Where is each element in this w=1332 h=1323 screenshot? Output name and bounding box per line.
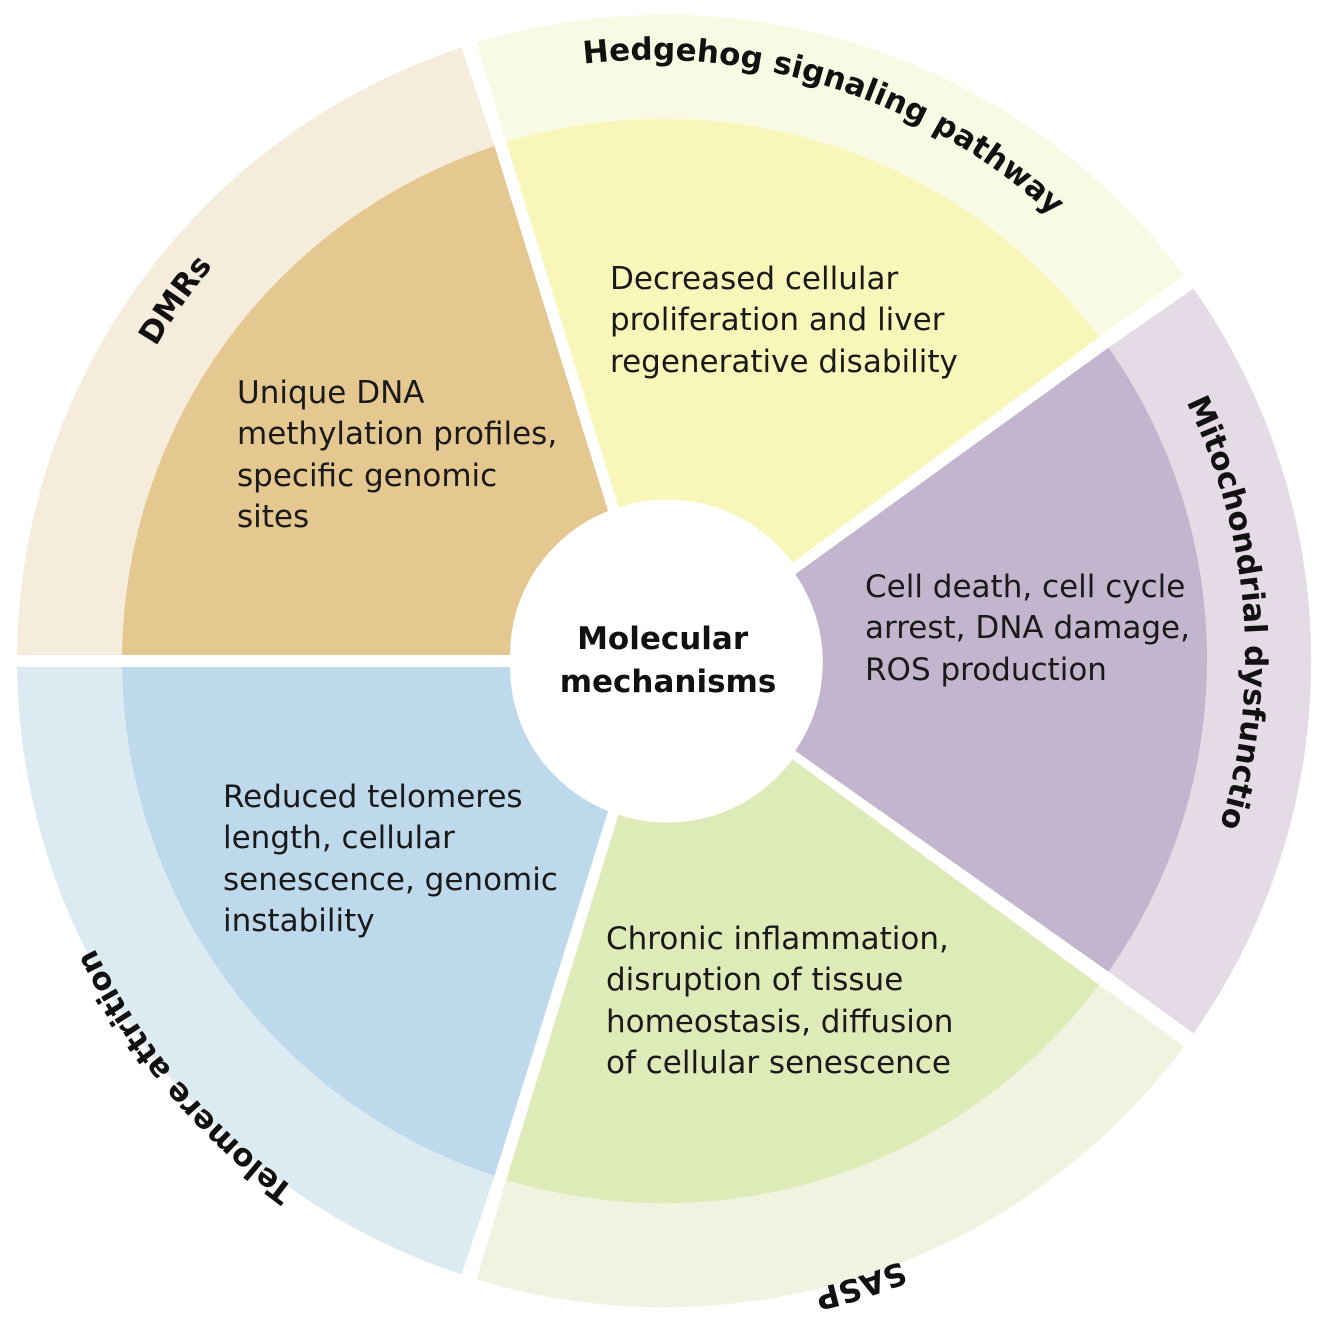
hedgehog-description: Decreased cellular proliferation and liv… — [610, 261, 958, 380]
mito-description: Cell death, cell cycle arrest, DNA damag… — [865, 569, 1200, 688]
center-circle — [511, 507, 819, 815]
ring-sector-mitochondrial — [1108, 288, 1312, 1034]
wedge-telomere — [122, 667, 609, 1176]
ring-sector-hedgehog — [476, 14, 1185, 338]
center-label-line1: Molecular — [577, 621, 749, 657]
dmrs-desc-line: Unique DNA — [237, 375, 424, 411]
dmrs-description: Unique DNA methylation profiles, specifi… — [237, 375, 567, 535]
center-label: Molecular mechanisms — [560, 621, 777, 700]
telomere-description: Reduced telomeres length, cellular senes… — [223, 779, 568, 939]
telomere-desc-line: length, cellular — [223, 820, 455, 856]
wedge-hedgehog — [506, 118, 1100, 563]
sasp-desc-line: disruption of tissue — [606, 962, 903, 998]
ring-sector-telomere — [17, 667, 495, 1275]
ring-sector-sasp — [476, 984, 1185, 1308]
dmrs-desc-line: specific genomic — [237, 458, 497, 494]
telomere-desc-line: senescence, genomic — [223, 862, 558, 898]
mito-desc-line: Cell death, cell cycle — [865, 569, 1185, 605]
dmrs-desc-line: sites — [237, 499, 309, 535]
dmrs-desc-line: methylation profiles, — [237, 416, 557, 452]
hedgehog-desc-line: Decreased cellular — [610, 261, 898, 297]
outer-ring — [17, 14, 1312, 1308]
center-label-line2: mechanisms — [560, 664, 777, 700]
sasp-desc-line: of cellular senescence — [606, 1045, 951, 1081]
sasp-description: Chronic inflammation, disruption of tiss… — [606, 921, 963, 1081]
mito-desc-line: ROS production — [865, 652, 1107, 688]
wedge-mitochondrial — [795, 347, 1208, 972]
mito-desc-line: arrest, DNA damage, — [865, 610, 1190, 646]
telomere-desc-line: Reduced telomeres — [223, 779, 523, 815]
telomere-desc-line: instability — [223, 903, 375, 939]
ring-sector-dmrs — [17, 47, 495, 655]
inner-wedges — [122, 118, 1208, 1204]
hedgehog-desc-line: regenerative disability — [610, 344, 958, 380]
wedge-dmrs — [122, 146, 609, 655]
wedge-sasp — [506, 759, 1100, 1204]
sasp-desc-line: Chronic inflammation, — [606, 921, 949, 957]
hedgehog-desc-line: proliferation and liver — [610, 302, 945, 338]
sasp-desc-line: homeostasis, diffusion — [606, 1004, 953, 1040]
